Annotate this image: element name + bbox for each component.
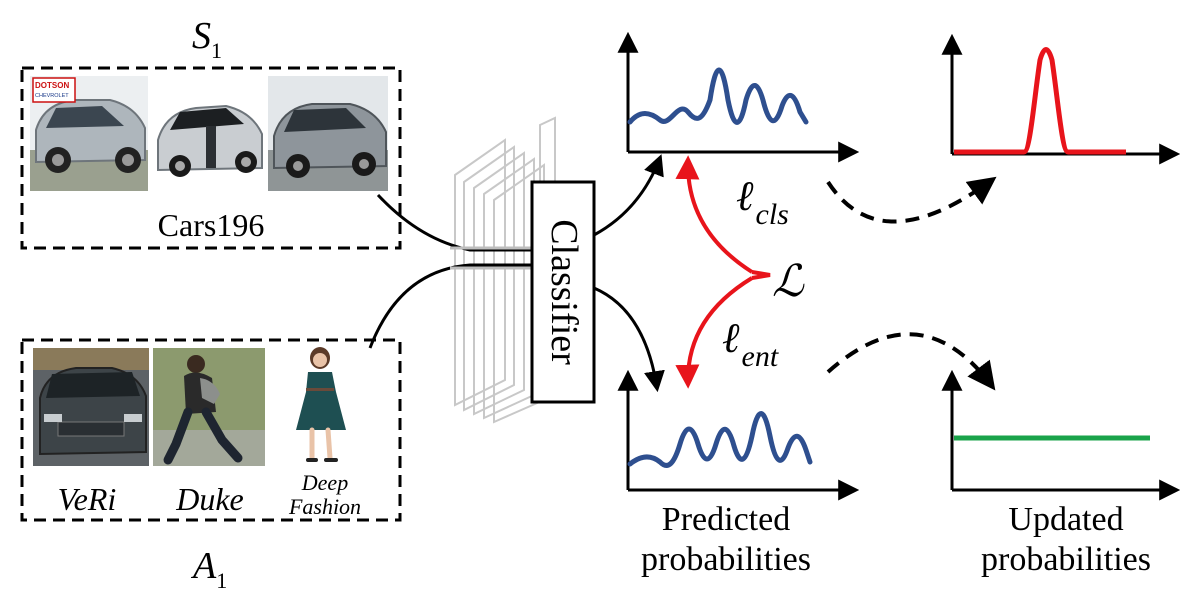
predicted-bottom-curve: [627, 411, 813, 468]
classifier-label: Classifier: [543, 219, 585, 365]
dataset-name-deepfashion-line1: Deep: [301, 470, 348, 495]
predicted-caption-line2: probabilities: [641, 541, 811, 578]
loss-junction: [751, 270, 771, 280]
cls-loss-arrow: [675, 155, 754, 274]
total-loss-label: ℒ: [772, 257, 805, 306]
source-set-label: S1: [192, 15, 222, 63]
cls-loss-label: ℓcls: [736, 174, 789, 231]
updated-caption-line1: Updated: [1008, 501, 1123, 538]
aux-set-label: A1: [190, 545, 227, 593]
classifier-box: [530, 180, 596, 404]
updated-plot-bottom: [941, 369, 1181, 501]
dataset-name-veri: VeRi: [58, 481, 117, 517]
dataset-name-cars196: Cars196: [158, 207, 265, 243]
predicted-plot-bottom: [617, 369, 860, 501]
deepfashion-photo: [270, 347, 382, 466]
predicted-plot-top: [617, 31, 860, 163]
car-photo-1: DOTSON CHEVROLET: [30, 76, 148, 191]
source-set-box: [20, 66, 402, 250]
car-photo-2: [152, 84, 264, 184]
update-arrow-top: [826, 176, 997, 224]
classifier-to-predicted-top-arrow: [593, 154, 664, 237]
car-photo-3: [268, 76, 388, 191]
predicted-caption-line1: Predicted: [662, 501, 790, 538]
source-set-group: S1 DOTSON CHEVROLET: [20, 15, 402, 250]
update-arrow-bottom: [826, 332, 996, 391]
aux-set-box: [20, 338, 402, 522]
predicted-top-curve: [627, 67, 809, 125]
classifier-group: Classifier: [368, 116, 596, 424]
source-to-classifier-line: [376, 193, 540, 252]
loss-group: ℓcls ℓent ℒ: [675, 155, 805, 389]
ent-loss-arrow: [675, 276, 754, 389]
dataset-name-duke: Duke: [175, 481, 244, 517]
updated-top-curve: [954, 47, 1126, 155]
aux-set-group: A1 VeRi: [20, 338, 402, 593]
classifier-to-predicted-bottom-arrow: [593, 286, 665, 393]
ent-loss-label: ℓent: [722, 316, 779, 373]
duke-photo: [153, 348, 265, 466]
aux-to-classifier-line: [368, 263, 540, 349]
dataset-name-deepfashion-line2: Fashion: [288, 494, 361, 519]
dealer-sign-text: DOTSON: [35, 81, 69, 90]
updated-plot-top: [941, 33, 1181, 165]
updated-caption-line2: probabilities: [981, 541, 1151, 578]
veri-photo: [33, 348, 149, 466]
dealer-sign-subtext: CHEVROLET: [35, 93, 69, 99]
